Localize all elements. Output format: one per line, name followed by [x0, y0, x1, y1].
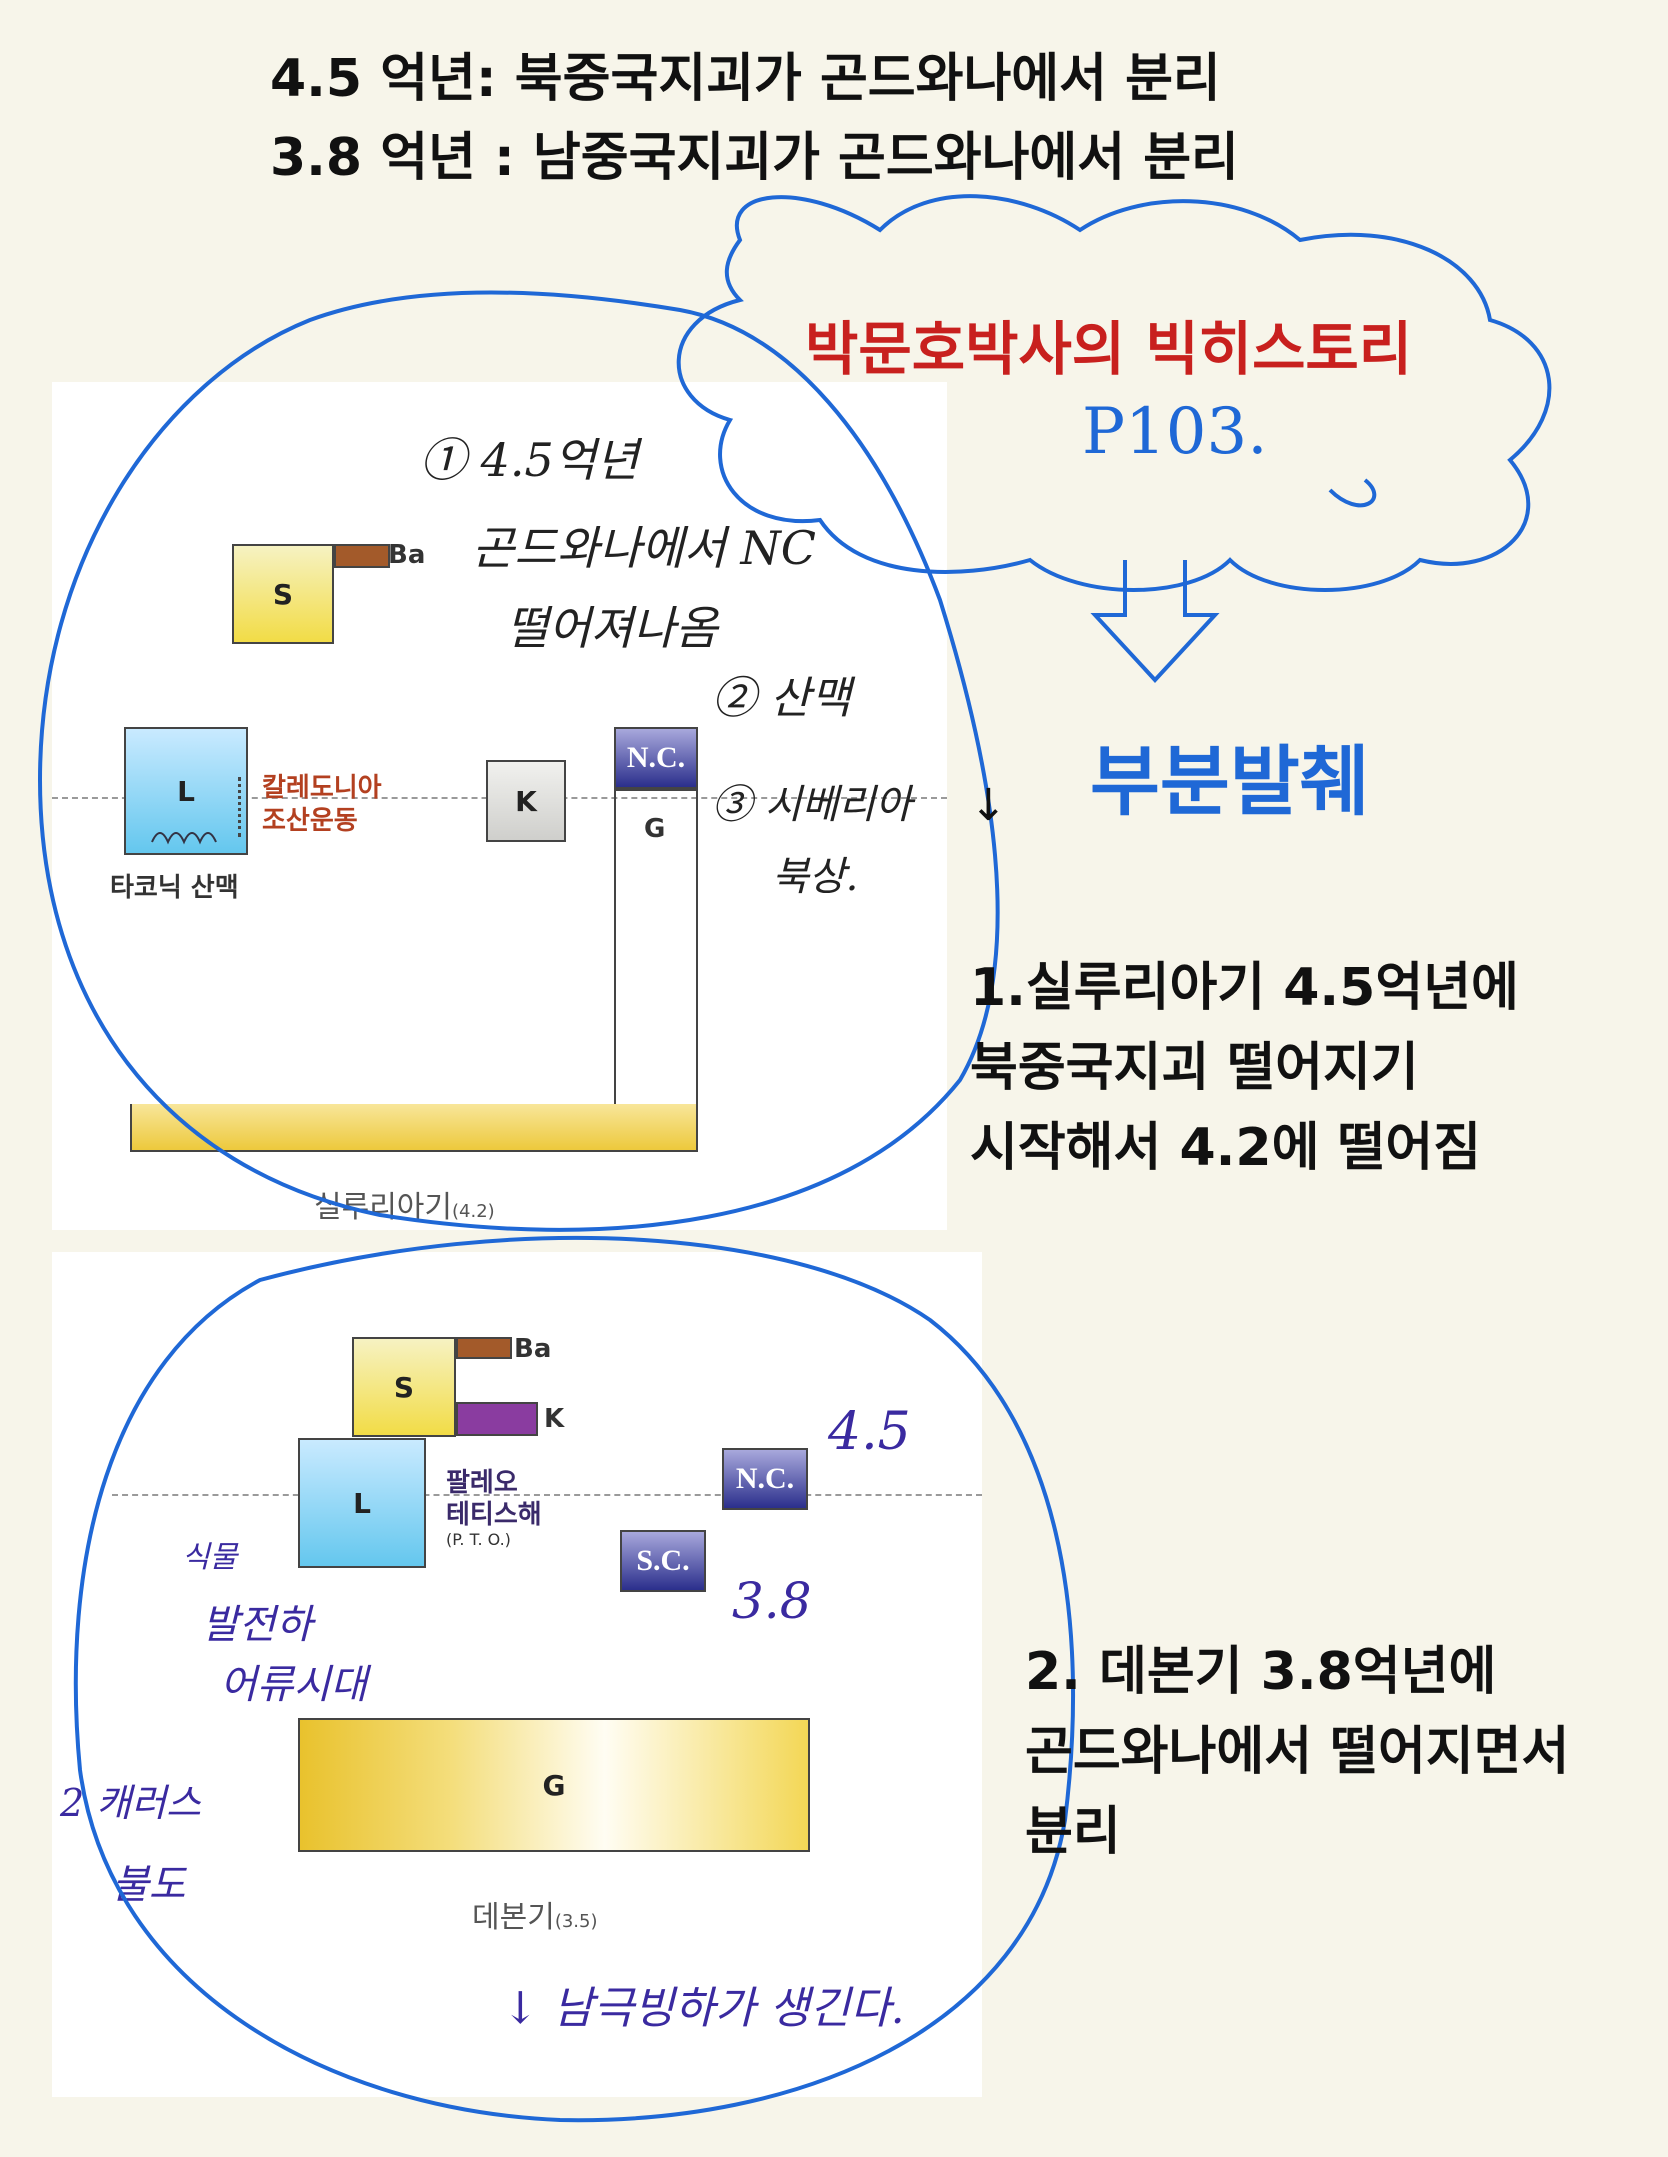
block-ba-2: [456, 1337, 512, 1359]
note-2-line-1: 2. 데본기 3.8억년에: [1025, 1642, 1497, 1702]
heading-line-1: 4.5 억년: 북중국지괴가 곤드와나에서 분리: [270, 49, 1221, 109]
label-ba-2: Ba: [514, 1334, 552, 1364]
label-l: L: [177, 774, 195, 808]
block-k: K: [486, 760, 566, 842]
block-nc-2: N.C.: [722, 1448, 808, 1510]
block-g-horizontal: [130, 1104, 698, 1152]
note-1-line-2: 북중국지괴 떨어지기: [970, 1038, 1419, 1098]
heading-line-2: 3.8 억년 : 남중국지괴가 곤드와나에서 분리: [270, 128, 1239, 188]
devonian-caption: 데본기(3.5): [472, 1900, 598, 1935]
block-nc: N.C.: [614, 727, 698, 789]
handwritten-note-4: ② 산맥: [712, 673, 851, 724]
block-sc: S.C.: [620, 1530, 706, 1592]
handwritten-ref-nc: 4.5: [828, 1402, 911, 1462]
label-k-2: K: [544, 1404, 565, 1434]
block-s: S: [232, 544, 334, 644]
block-l: L: [124, 727, 248, 855]
note-1-line-3: 시작해서 4.2에 떨어짐: [970, 1118, 1482, 1178]
page-reference: P103.: [1082, 395, 1268, 469]
block-k-2: [456, 1402, 538, 1436]
note-2-line-3: 분리: [1025, 1802, 1121, 1862]
note-1: 1.실루리아기 4.5억년에 북중국지괴 떨어지기 시작해서 4.2에 떨어짐: [970, 948, 1519, 1188]
down-arrow-outline: [1090, 560, 1220, 683]
block-s-2: S: [352, 1337, 456, 1437]
circle-around-devonian: [73, 1235, 1076, 2123]
handwritten-note-2: 곤드와나에서 NC: [472, 521, 816, 575]
handwritten-note-5: ③ 시베리아: [712, 782, 912, 828]
bubble-title: 박문호박사의 빅히스토리: [805, 315, 1413, 383]
handwritten-left-2: 발전하: [202, 1602, 313, 1648]
dashed-equator-line-2: [112, 1494, 982, 1496]
down-arrow-text: ↓: [970, 780, 1007, 831]
dotted-boundary: [238, 777, 241, 837]
silurian-caption: 실루리아기(4.2): [314, 1190, 495, 1225]
mountain-wave-icon: [151, 832, 217, 845]
paleo-line-1: 팔레오: [446, 1468, 518, 1498]
note-1-line-1: 1.실루리아기 4.5억년에: [970, 958, 1519, 1018]
cloud-arrow-curve: [1328, 478, 1377, 508]
block-ba: [334, 544, 390, 568]
paleo-line-2: 테티스해: [446, 1500, 542, 1530]
note-2: 2. 데본기 3.8억년에 곤드와나에서 떨어지면서 분리: [1025, 1632, 1569, 1872]
label-ba: Ba: [388, 540, 426, 570]
cloud-bubble: [676, 194, 1552, 592]
handwritten-left-1: 식물: [182, 1540, 238, 1575]
block-g-vertical: [614, 789, 698, 1127]
block-l-2: L: [298, 1438, 426, 1568]
paleo-line-3: (P. T. O.): [446, 1530, 511, 1549]
silurian-diagram-panel: S Ba L 칼레도니아 조산운동 타코닉 산맥 K N.C. G 실루리아기(…: [52, 382, 947, 1230]
taconic-label: 타코닉 산맥: [110, 873, 239, 903]
block-g-2: G: [298, 1718, 810, 1852]
handwritten-bottom-note: ↓ 남극빙하가 생긴다.: [502, 1983, 905, 2034]
handwritten-note-3: 떨어져나옴: [506, 601, 718, 655]
excerpt-note: 부분발췌: [1090, 737, 1370, 826]
caledonian-line-1: 칼레도니아: [262, 773, 382, 803]
note-2-line-2: 곤드와나에서 떨어지면서: [1025, 1722, 1570, 1782]
circle-around-silurian: [37, 290, 1000, 1232]
handwritten-ref-sc: 3.8: [732, 1572, 812, 1630]
label-g: G: [644, 814, 666, 844]
handwritten-note-6: 북상.: [772, 854, 859, 900]
handwritten-note-1: ① 4.5억년: [420, 433, 639, 487]
caledonian-line-2: 조산운동: [262, 806, 358, 836]
devonian-diagram-panel: S Ba K L 팔레오 테티스해 (P. T. O.) N.C. S.C. G…: [52, 1252, 982, 2097]
handwritten-left-3: 어류시대: [220, 1662, 368, 1708]
